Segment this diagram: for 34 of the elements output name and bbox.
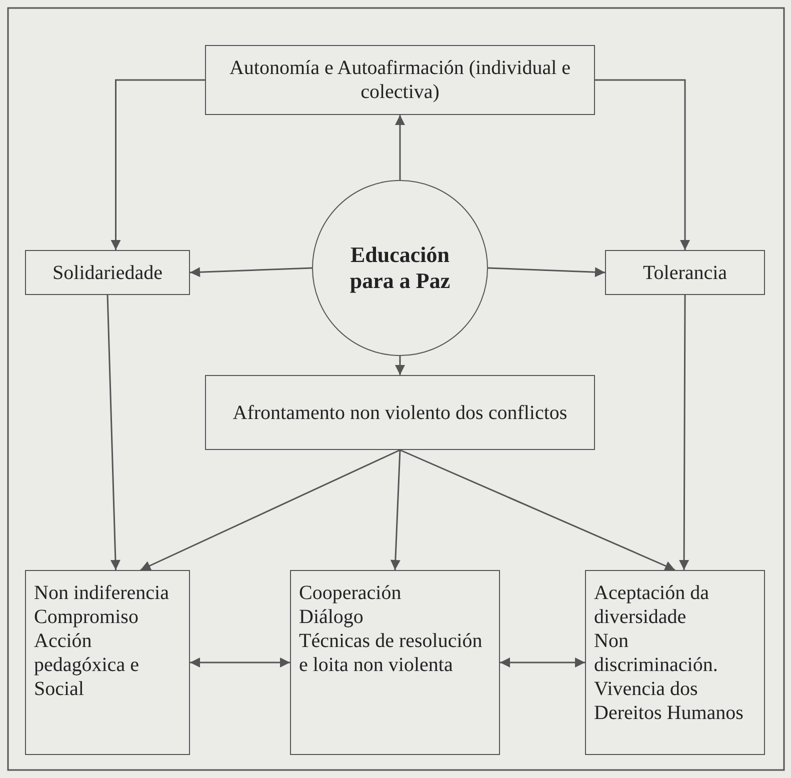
arrow [679,295,690,570]
arrow [500,658,585,668]
node-text: Diálogo [299,605,364,629]
node-text: Compromiso [34,605,138,629]
node-text: Solidariedade [52,260,162,284]
process-box [205,375,595,450]
process-box [605,250,765,295]
node-text: Vivencia dos Dereitos Humanos [594,677,744,725]
node-text: Cooperación [299,581,402,605]
process-box [25,570,190,755]
node-text: Técnicas de resolución e loita non violenta [299,629,484,677]
process-box [585,570,765,755]
process-box [205,45,595,115]
arrow [110,79,205,250]
node-text: Non discriminación. [594,629,719,677]
arrow [395,356,405,375]
arrow [488,267,606,278]
arrow [106,294,120,570]
arrow [595,79,690,250]
node-text: Acción pedagóxica e Social [34,629,140,701]
arrow [190,267,312,278]
node-text: Autonomía e Autoafirmación (individual e colectiva) [228,56,572,104]
node-text: Non indiferencia [34,581,169,605]
process-box [25,250,190,295]
node-text: Tolerancia [642,260,728,284]
node-text: Educación para a Paz [348,242,452,294]
node-text: Aceptación da diversidade [594,581,710,629]
arrow [390,450,401,570]
process-box [290,570,500,755]
node-text: Afrontamento non violento dos conflictos [232,400,568,424]
arrow [400,449,676,571]
arrow [190,658,290,668]
arrow [140,449,400,571]
arrow [395,115,405,180]
